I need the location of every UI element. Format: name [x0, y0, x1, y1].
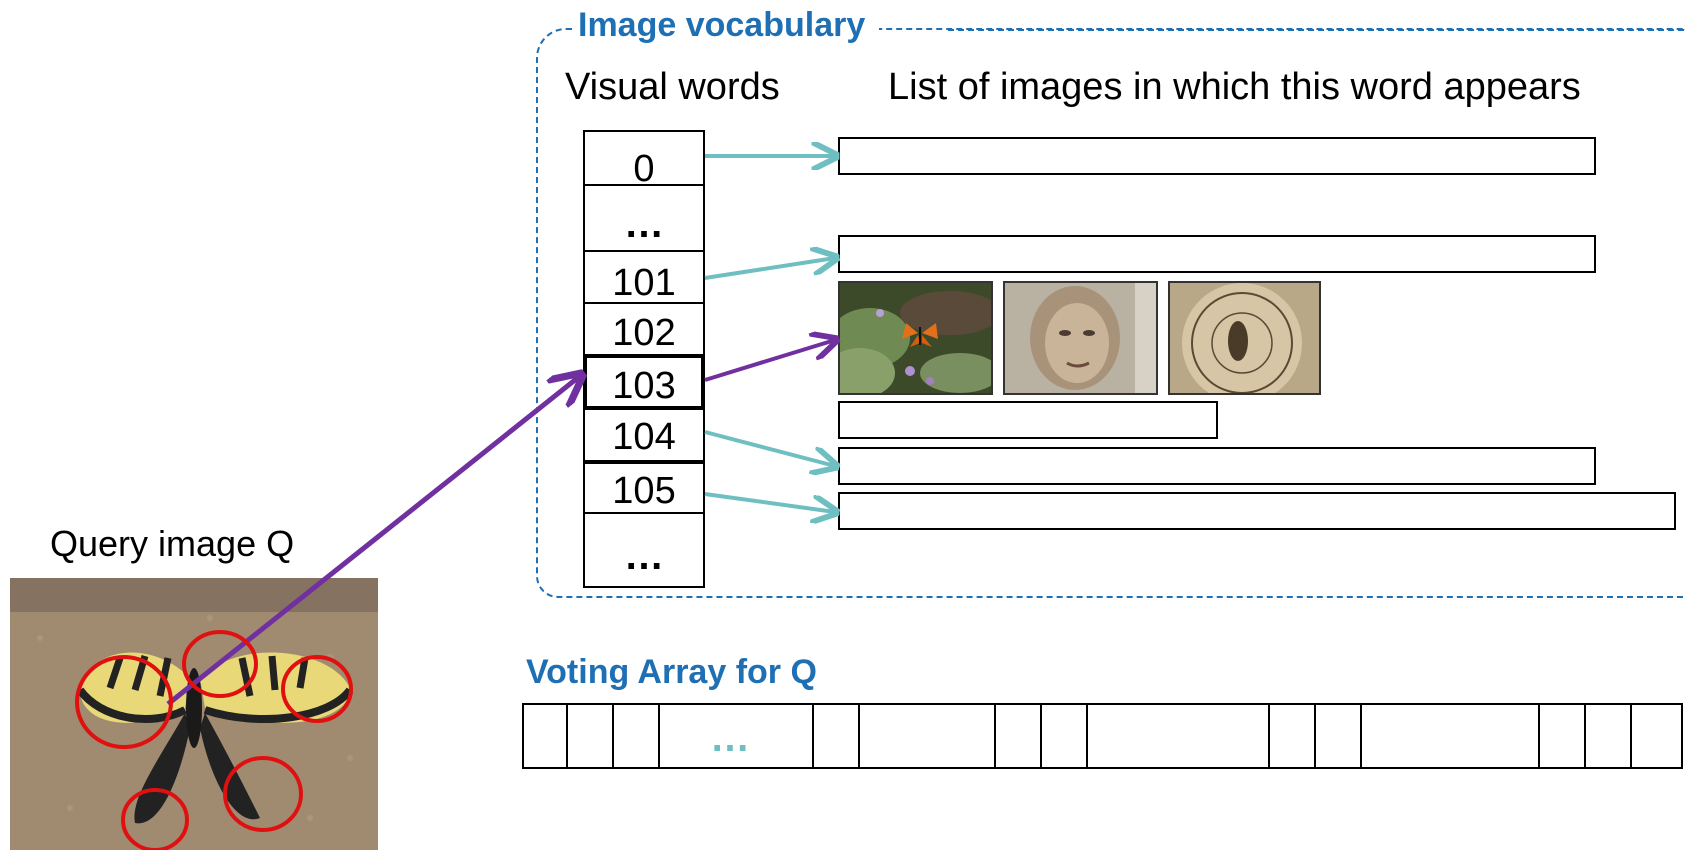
- word-cell-104: 104: [583, 410, 705, 462]
- voting-array-cell-divider: [812, 703, 814, 769]
- image-list-word-0: [838, 137, 1596, 175]
- voting-array-cell-divider: [1360, 703, 1362, 769]
- butterfly-on-flowers-photo: [838, 281, 993, 395]
- voting-array-cell-divider: [1268, 703, 1270, 769]
- voting-array-cell-divider: [1040, 703, 1042, 769]
- word-cell-0: 0: [583, 130, 705, 190]
- image-list-heading: List of images in which this word appear…: [888, 66, 1581, 108]
- word-cell-103-highlighted: 103: [583, 354, 705, 410]
- voting-array-cell-divider: [1538, 703, 1540, 769]
- voting-array-cell-divider: [566, 703, 568, 769]
- voting-array-ellipsis: …: [710, 716, 754, 760]
- voting-array-cell-divider: [658, 703, 660, 769]
- word-cell-ellipsis-top: …: [583, 186, 705, 252]
- voting-array-cell-divider: [1630, 703, 1632, 769]
- swallowtail-butterfly-photo: [10, 578, 378, 850]
- image-list-word-105: [838, 492, 1676, 530]
- voting-array-cell-divider: [1086, 703, 1088, 769]
- voting-array-cell-divider: [1314, 703, 1316, 769]
- query-image-label: Query image Q: [50, 523, 295, 564]
- guinness-seal-photo: [1168, 281, 1321, 395]
- word-cell-101: 101: [583, 250, 705, 304]
- word-cell-102: 102: [583, 304, 705, 356]
- image-list-word-103-continued: [838, 401, 1218, 439]
- visual-words-heading: Visual words: [565, 66, 780, 108]
- image-list-word-101: [838, 235, 1596, 273]
- word-cell-ellipsis-bottom: …: [583, 514, 705, 588]
- voting-array-cell-divider: [994, 703, 996, 769]
- voting-array-cell-divider: [612, 703, 614, 769]
- word-cell-105: 105: [583, 462, 705, 514]
- voting-array-title: Voting Array for Q: [526, 653, 817, 691]
- face-photo: [1003, 281, 1158, 395]
- voting-array-cell-divider: [858, 703, 860, 769]
- image-vocabulary-title: Image vocabulary: [572, 8, 880, 42]
- image-list-word-104: [838, 447, 1596, 485]
- voting-array-cell-divider: [1584, 703, 1586, 769]
- voting-array: [522, 703, 1683, 769]
